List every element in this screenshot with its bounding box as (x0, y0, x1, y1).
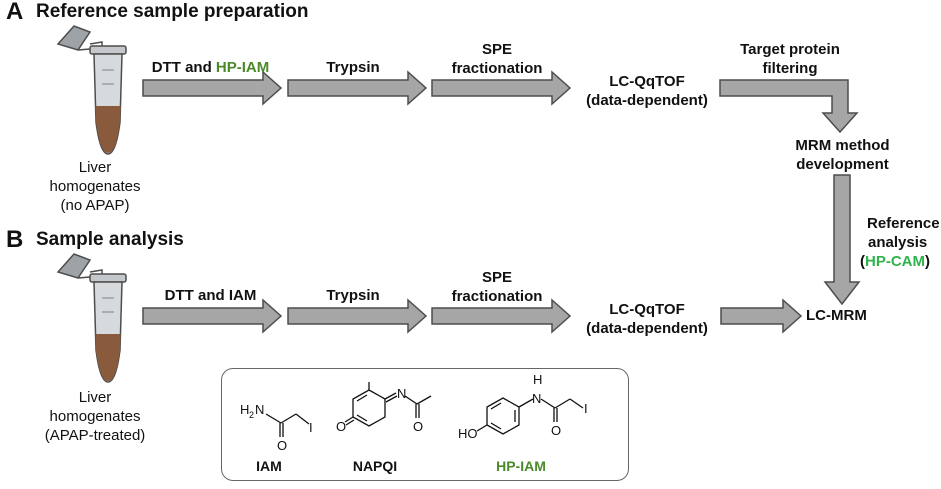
iam-structure (265, 413, 310, 437)
sample-a-caption: Liver homogenates (no APAP) (40, 158, 150, 215)
panel-a-title: Reference sample preparation (36, 1, 309, 22)
iam-label: IAM (256, 458, 282, 474)
step-line: development (796, 156, 889, 173)
hp-iam-atom-h: H (533, 372, 542, 387)
reference-analysis-label: Reference analysis (HP-CAM) (860, 214, 940, 271)
arrow-b2 (287, 298, 428, 334)
step-line: LC-QqTOF (609, 73, 685, 90)
arrow-b3 (431, 298, 572, 334)
iam-atom-i: I (309, 420, 313, 435)
tube-a-icon (56, 25, 127, 155)
step-a1-prefix: DTT and (151, 59, 216, 76)
caption-line: Liver (78, 389, 112, 406)
hp-iam-label: HP-IAM (496, 458, 546, 474)
iam-atom-h: H (240, 402, 249, 417)
step-a1-reagent: HP-IAM (215, 59, 270, 76)
caption-line: (APAP-treated) (44, 427, 146, 444)
arrow-a3 (431, 70, 572, 106)
napqi-atom-n: N (397, 386, 406, 401)
arrow-vertical (823, 174, 861, 306)
paren-open: ( (860, 253, 865, 270)
arrow-a2 (287, 70, 428, 106)
step-line: (data-dependent) (586, 92, 708, 109)
step-line: SPE (481, 41, 512, 58)
tube-b-icon (56, 253, 127, 383)
step-line: (data-dependent) (586, 320, 708, 337)
napqi-structure (344, 382, 432, 427)
napqi-atom-o2: O (413, 419, 423, 434)
iam-atom-o: O (277, 438, 287, 453)
sample-b-caption: Liver homogenates (APAP-treated) (38, 388, 152, 445)
step-a5-label: Target protein filtering (715, 40, 865, 78)
step-line: (HP-CAM) (860, 252, 940, 271)
step-line: filtering (762, 60, 818, 77)
step-line: fractionation (451, 60, 543, 77)
iam-atom-n: N (255, 402, 264, 417)
panel-a-letter: A (6, 0, 24, 25)
step-line: analysis (868, 234, 928, 251)
step-line: fractionation (451, 288, 543, 305)
lc-mrm-label: LC-MRM (806, 307, 867, 324)
napqi-atom-o1: O (336, 419, 346, 434)
arrow-a1 (142, 70, 283, 106)
iam-atom-sub: 2 (249, 410, 254, 420)
step-line: MRM method (795, 137, 890, 154)
panel-b-title: Sample analysis (36, 229, 184, 250)
hp-iam-structure (476, 397, 584, 435)
reference-reagent: HP-CAM (865, 253, 925, 270)
step-a4-label: LC-QqTOF (data-dependent) (574, 72, 720, 110)
step-a6-label: MRM method development (770, 136, 915, 174)
hp-iam-atom-n: N (532, 391, 541, 406)
hp-iam-atom-i: I (584, 401, 588, 416)
arrow-a4-bent (719, 79, 859, 134)
panel-b-letter: B (6, 226, 24, 253)
step-b4-label: LC-QqTOF (data-dependent) (574, 300, 720, 338)
hp-iam-atom-o: O (551, 423, 561, 438)
step-b1-label: DTT and IAM (164, 287, 257, 304)
step-a2-label: Trypsin (326, 59, 380, 76)
step-a1-label: DTT and HP-IAM (143, 59, 278, 76)
napqi-label: NAPQI (352, 458, 398, 474)
caption-line: Liver (78, 159, 112, 176)
structures-svg: H 2 N O I N O O H N HO O I (240, 372, 588, 453)
step-line: SPE (481, 269, 512, 286)
step-b2-label: Trypsin (326, 287, 380, 304)
step-a3-label: SPE fractionation (432, 40, 562, 78)
hp-iam-atom-ho: HO (458, 426, 478, 441)
arrow-b4 (720, 298, 803, 334)
caption-line: homogenates (49, 408, 141, 425)
step-line: Target protein (740, 41, 840, 58)
paren-close: ) (925, 253, 930, 270)
step-b3-label: SPE fractionation (432, 268, 562, 306)
caption-line: homogenates (49, 178, 141, 195)
caption-line: (no APAP) (60, 197, 130, 214)
step-line: LC-QqTOF (609, 301, 685, 318)
arrow-b1 (142, 298, 283, 334)
step-line: Reference (867, 215, 940, 232)
structures-box (221, 368, 629, 481)
